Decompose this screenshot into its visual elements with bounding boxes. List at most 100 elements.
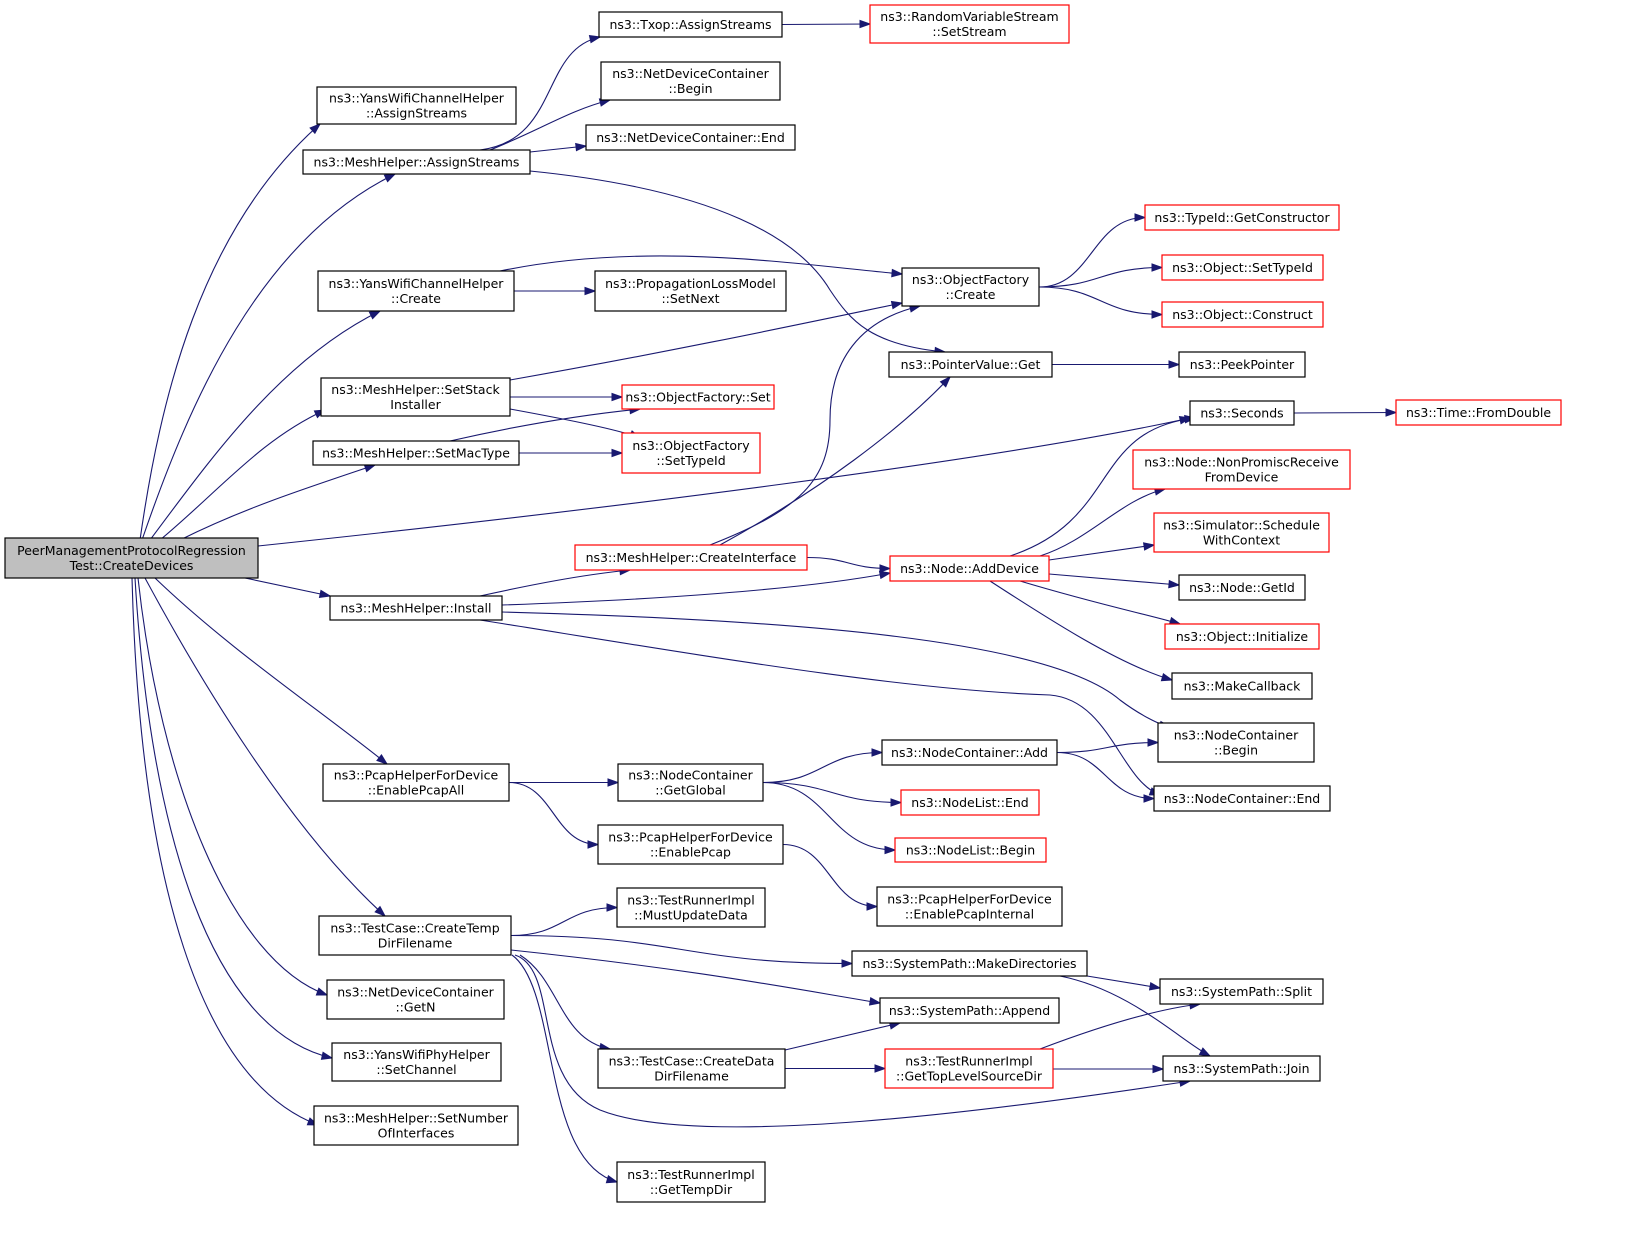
node-label-line: ns3::MeshHelper::SetMacType [322,446,510,461]
node-of_create[interactable]: ns3::ObjectFactory::Create [901,267,1040,307]
node-yanschan_create[interactable]: ns3::YansWifiChannelHelper::Create [317,270,515,312]
edge-line [510,949,881,1004]
node-ndc_begin[interactable]: ns3::NetDeviceContainer::Begin [600,61,781,101]
node-box [881,739,1058,766]
edge-line [499,255,903,275]
node-sp_makedirs[interactable]: ns3::SystemPath::MakeDirectories [851,950,1088,977]
node-box [594,270,787,312]
node-of_set[interactable]: ns3::ObjectFactory::Set [621,384,775,410]
node-rvs_setstream[interactable]: ns3::RandomVariableStream::SetStream [869,4,1070,44]
edge-line [1048,544,1155,561]
node-label-line: ::Create [391,291,441,306]
node-typeid_getctor[interactable]: ns3::TypeId::GetConstructor [1144,204,1340,231]
node-label-line: ns3::Txop::AssignStreams [609,17,771,32]
node-nl_begin[interactable]: ns3::NodeList::Begin [894,837,1047,863]
edge-nc_getglobal-to-nl_end [762,781,903,807]
node-time_fromdouble[interactable]: ns3::Time::FromDouble [1395,399,1562,426]
node-nc_begin[interactable]: ns3::NodeContainer::Begin [1157,722,1315,763]
edge-line [1038,216,1146,288]
node-label-line: ::AssignStreams [366,106,467,121]
edge-node_adddev-to-sim_schedule [1048,542,1156,561]
node-box [1178,574,1306,601]
node-label-line: ns3::PointerValue::Get [901,357,1041,372]
node-sp_append[interactable]: ns3::SystemPath::Append [879,997,1060,1024]
edge-arrowhead [606,903,619,912]
node-label-line: Installer [390,397,441,412]
node-seconds[interactable]: ns3::Seconds [1189,400,1295,426]
node-box [621,384,775,410]
node-label-line: ::SetNext [661,291,719,306]
node-sp_split[interactable]: ns3::SystemPath::Split [1159,978,1324,1005]
node-txop_assign[interactable]: ns3::Txop::AssignStreams [598,11,783,38]
node-root[interactable]: PeerManagementProtocolRegressionTest::Cr… [4,537,259,579]
node-box [900,789,1040,816]
edge-arrowhead [890,300,904,310]
node-node_getid[interactable]: ns3::Node::GetId [1178,574,1306,601]
node-makecb[interactable]: ns3::MakeCallback [1171,672,1313,700]
node-nc_end[interactable]: ns3::NodeContainer::End [1153,785,1331,812]
node-label-line: ns3::ObjectFactory [912,272,1030,287]
node-box [879,997,1060,1024]
node-label-line: ns3::SystemPath::Append [889,1003,1050,1018]
node-peekptr[interactable]: ns3::PeekPointer [1178,351,1306,378]
node-prop_setnext[interactable]: ns3::PropagationLossModel::SetNext [594,270,787,312]
node-nc_getglobal[interactable]: ns3::NodeContainer::GetGlobal [617,763,764,802]
node-node_adddev[interactable]: ns3::Node::AddDevice [889,555,1050,582]
node-box [1153,785,1331,812]
node-pcap_internal[interactable]: ns3::PcapHelperForDevice::EnablePcapInte… [876,886,1063,927]
edge-line [781,23,871,26]
edges-layer [131,19,1398,1184]
edge-line [154,577,388,765]
node-ndc_end[interactable]: ns3::NetDeviceContainer::End [585,124,796,151]
edge-line [762,751,883,784]
node-obj_construct[interactable]: ns3::Object::Construct [1161,301,1324,328]
node-obj_settypeid[interactable]: ns3::Object::SetTypeId [1161,254,1324,281]
edge-arrowhead [1160,672,1174,682]
node-box [317,270,515,312]
edge-yanschan_create-to-prop_setnext [513,286,597,296]
node-ndc_getn[interactable]: ns3::NetDeviceContainer::GetN [326,979,505,1020]
edge-mesh_install-to-nc_begin [501,611,1172,730]
edge-mesh_assign-to-ndc_end [529,142,588,153]
node-mesh_setmac[interactable]: ns3::MeshHelper::SetMacType [312,440,520,466]
node-label-line: ns3::NodeContainer::Add [891,745,1048,760]
node-obj_init[interactable]: ns3::Object::Initialize [1164,623,1320,650]
node-mesh_assign[interactable]: ns3::MeshHelper::AssignStreams [302,149,531,175]
node-mesh_createif[interactable]: ns3::MeshHelper::CreateInterface [574,544,808,571]
node-box [617,763,764,802]
edge-arrowhead [1134,213,1147,222]
edge-line [510,934,853,965]
edge-line [257,417,1191,547]
node-yansphy_setch[interactable]: ns3::YansWifiPhyHelper::SetChannel [331,1042,502,1082]
edge-of_create-to-obj_settypeid [1038,263,1164,288]
edge-arrowhead [611,448,624,458]
node-mesh_install[interactable]: ns3::MeshHelper::Install [329,595,503,621]
node-tr_gettemp[interactable]: ns3::TestRunnerImpl::GetTempDir [616,1161,766,1203]
edge-arrowhead [879,564,892,573]
node-box [889,555,1050,582]
edge-tc_datadir-to-sp_append [784,1021,902,1051]
node-nl_end[interactable]: ns3::NodeList::End [900,789,1040,816]
edge-line [1019,580,1181,625]
node-tr_toplevel[interactable]: ns3::TestRunnerImpl::GetTopLevelSourceDi… [884,1048,1054,1089]
node-tr_mustupdate[interactable]: ns3::TestRunnerImpl::MustUpdateData [616,887,766,928]
edge-root-to-yanschan_assign [139,123,322,541]
node-box [1395,399,1562,426]
node-box [869,4,1070,44]
node-label-line: Test::CreateDevices [69,558,194,573]
node-yanschan_assign[interactable]: ns3::YansWifiChannelHelper::AssignStream… [316,86,517,125]
node-nc_add[interactable]: ns3::NodeContainer::Add [881,739,1058,766]
node-of_settypeid[interactable]: ns3::ObjectFactory::SetTypeId [621,432,761,474]
node-pv_get[interactable]: ns3::PointerValue::Get [888,351,1053,378]
node-sp_join[interactable]: ns3::SystemPath::Join [1162,1055,1321,1082]
edge-arrowhead [376,754,389,765]
node-pcap_all[interactable]: ns3::PcapHelperForDevice::EnablePcapAll [322,763,510,802]
node-pcap_enable[interactable]: ns3::PcapHelperForDevice::EnablePcap [597,824,784,865]
